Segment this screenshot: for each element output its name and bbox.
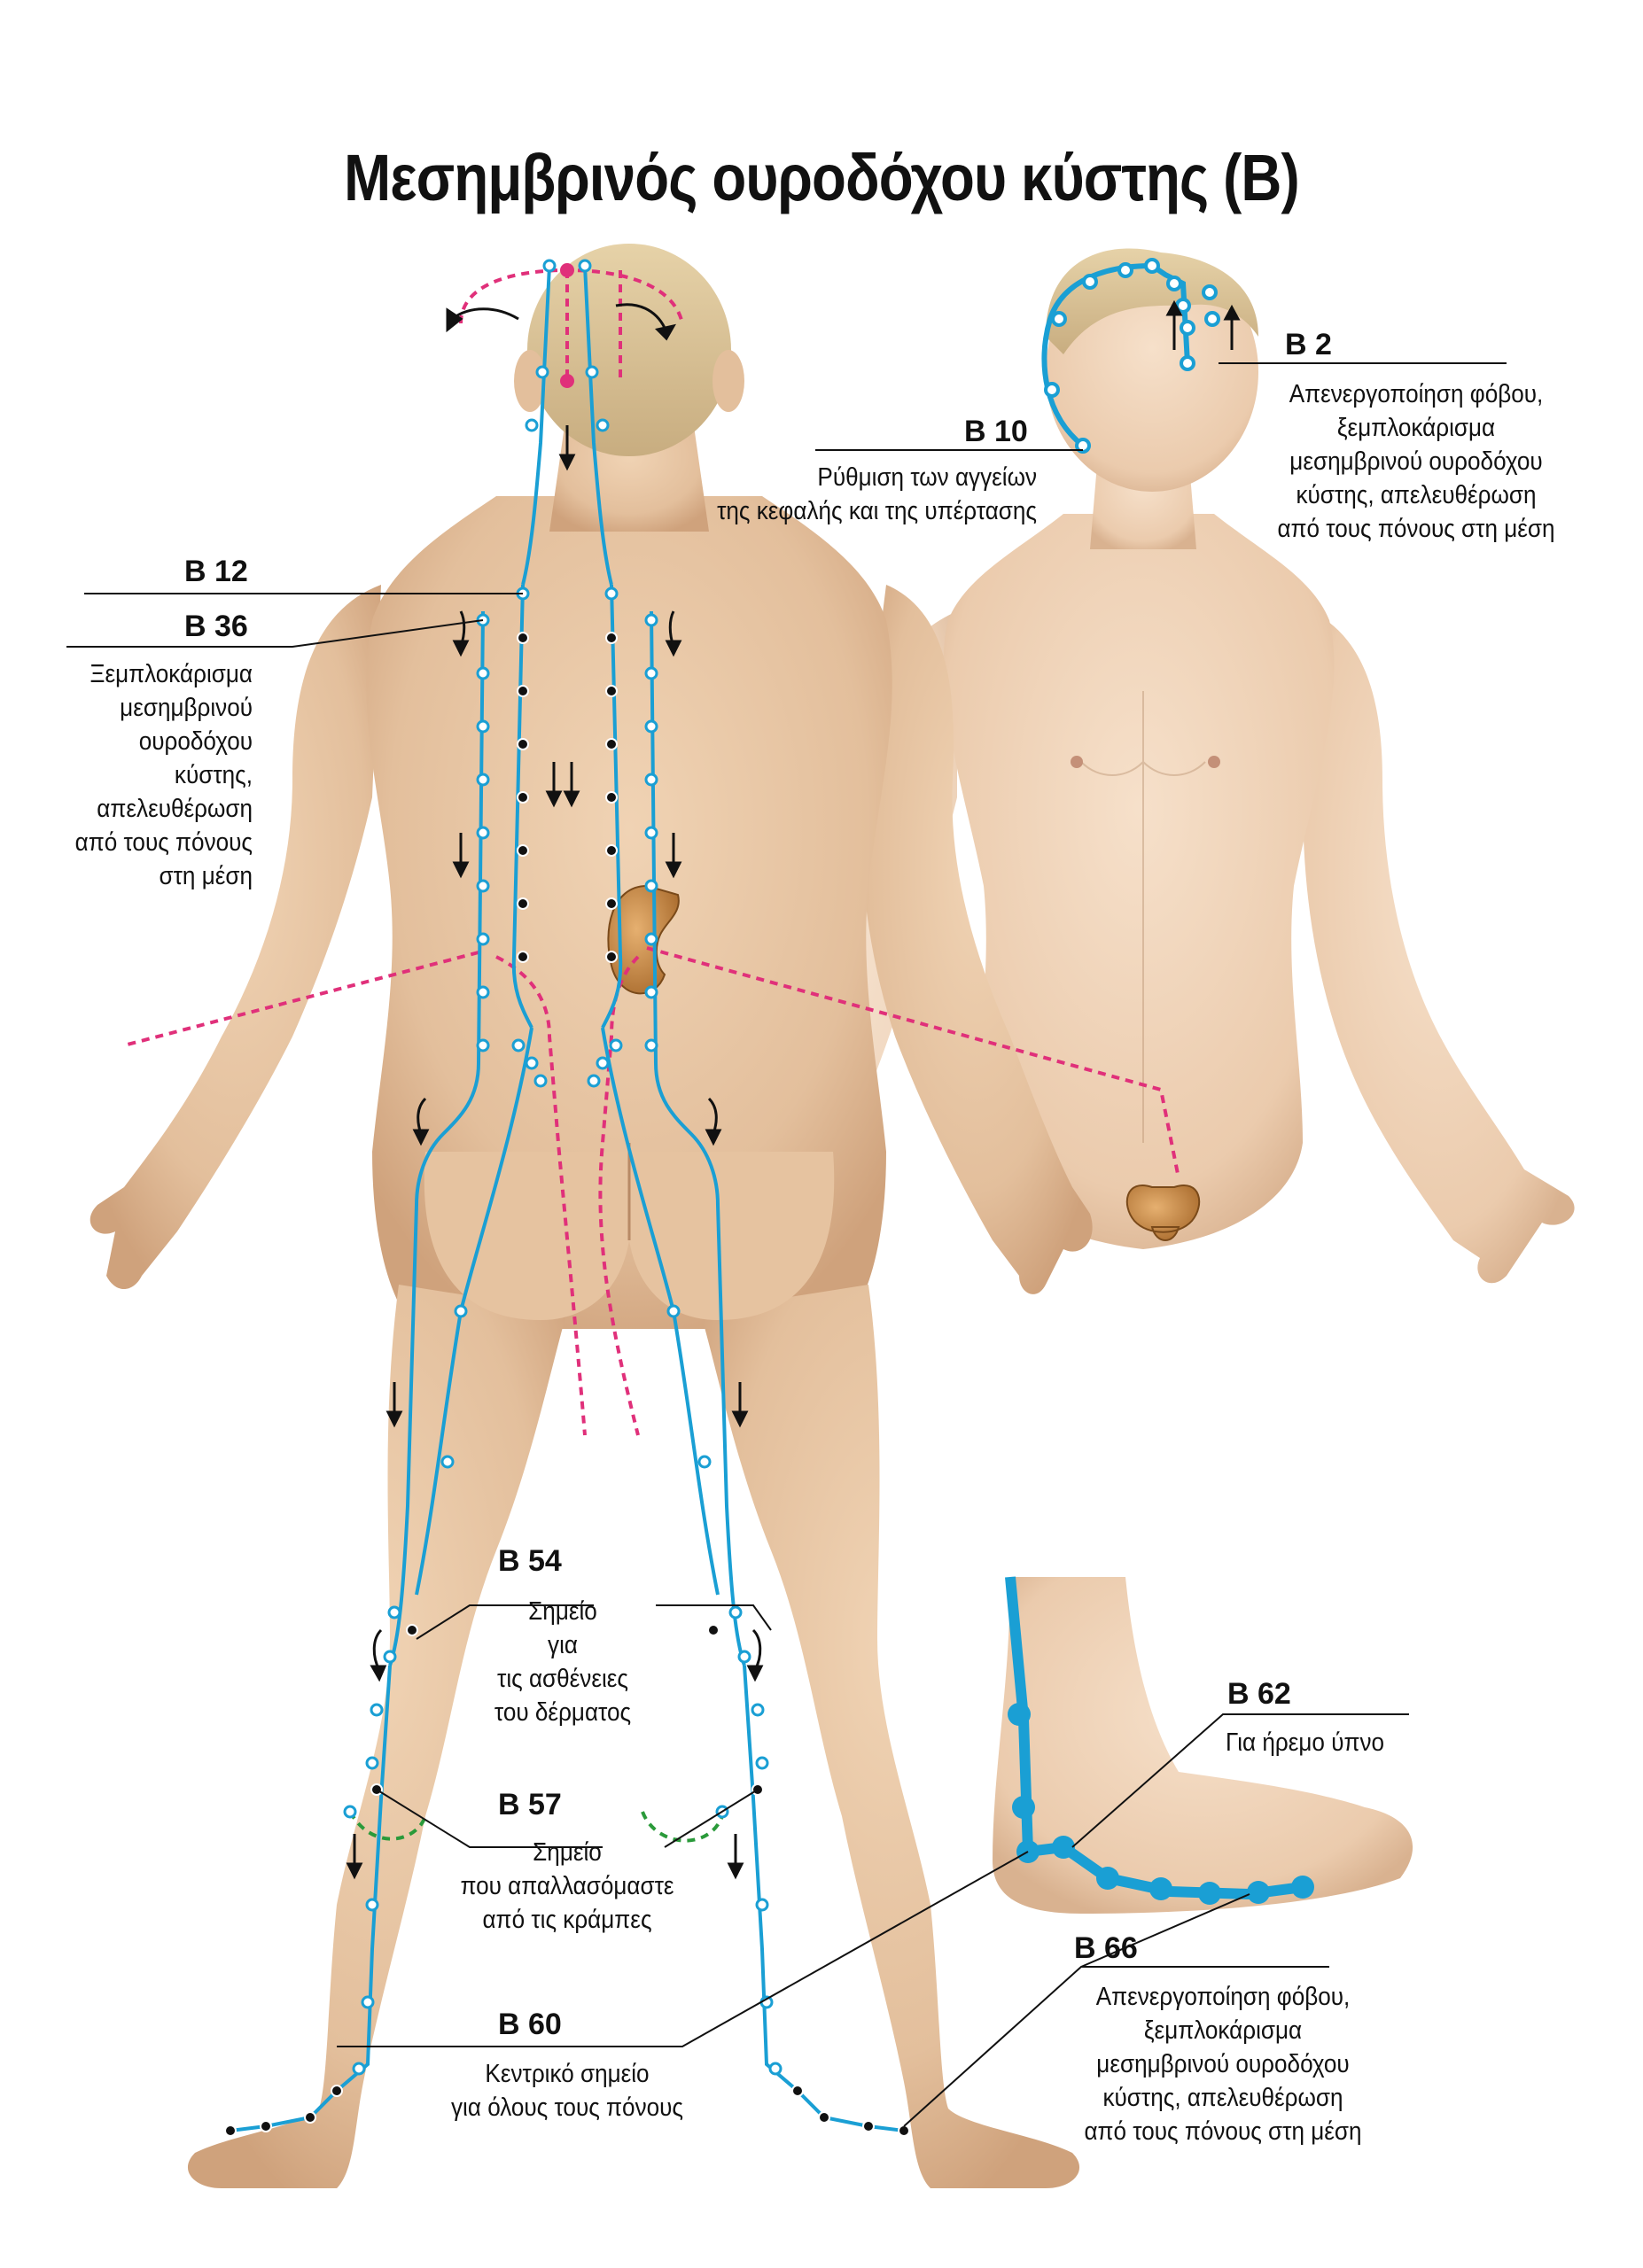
front-right-arm	[1303, 611, 1575, 1284]
leader-lines	[66, 362, 1507, 2127]
foot-illustration	[993, 1577, 1413, 1914]
b54-line-1: Σημείο	[528, 1597, 597, 1626]
b36-line-7: στη μέση	[159, 862, 253, 890]
b12-label: B 12	[184, 555, 248, 588]
b66-line-5: από τους πόνους στη μέση	[1084, 2117, 1362, 2146]
b36-line-4: κύστης,	[174, 761, 253, 789]
kidney-organ-icon	[607, 884, 680, 995]
back-right-leg	[700, 1285, 1080, 2188]
b10-description: Ρύθμιση των αγγείων της κεφαλής και της …	[654, 461, 1037, 528]
back-acupoints-blue	[343, 259, 783, 2076]
back-ear-right	[712, 350, 744, 412]
front-nipple-right	[1208, 756, 1220, 768]
b2-line-2: ξεμπλοκάρισμα	[1336, 414, 1496, 442]
b36-line-3: ουροδόχου	[138, 727, 253, 756]
back-acupoints-black	[224, 632, 910, 2137]
back-right-arm	[860, 585, 1093, 1294]
b2-line-5: από τους πόνους στη μέση	[1277, 515, 1555, 543]
foot-inset	[993, 1576, 1413, 1914]
b62-line-1: Για ήρεμο ύπνο	[1226, 1728, 1385, 1757]
b36-description: Ξεμπλοκάρισμα μεσημβρινού ουροδόχου κύστ…	[26, 657, 253, 893]
b54-line-3: τις ασθένειες	[497, 1665, 628, 1693]
b54-description: Σημείο για τις ασθένειες του δέρματος	[459, 1595, 666, 1729]
foot-meridian-line	[1005, 1576, 1304, 1900]
b36-line-5: απελευθέρωση	[97, 795, 253, 823]
b66-line-4: κύστης, απελευθέρωση	[1102, 2084, 1343, 2112]
b10-line-1: Ρύθμιση των αγγείων	[817, 463, 1037, 492]
head-crown-point	[560, 263, 574, 277]
b36-line-6: από τους πόνους	[74, 828, 253, 857]
b10-label: B 10	[964, 415, 1028, 448]
b66-line-2: ξεμπλοκάρισμα	[1143, 2016, 1303, 2045]
back-flow-arrows	[346, 303, 764, 1880]
b57-calf-indicator	[348, 1811, 427, 1841]
b57-description: Σημείο που απαλλασόμαστε από τις κράμπες	[440, 1836, 695, 1937]
b36-line-2: μεσημβρινού	[120, 694, 253, 722]
internal-pathway	[123, 268, 1180, 1436]
b57-label: B 57	[498, 1788, 562, 1821]
b57-calf-indicator-right	[641, 1811, 724, 1843]
b60-description: Κεντρικό σημείο για όλους τους πόνους	[420, 2057, 715, 2124]
bladder-organ-icon	[1125, 1184, 1201, 1241]
back-head	[527, 244, 731, 456]
b2-description: Απενεργοποίηση φόβου, ξεμπλοκάρισμα μεση…	[1273, 377, 1560, 546]
b36-line-1: Ξεμπλοκάρισμα	[90, 660, 253, 688]
b2-label: B 2	[1285, 328, 1332, 361]
back-figure	[90, 244, 1180, 2188]
b10-line-2: της κεφαλής και της υπέρτασης	[717, 497, 1037, 525]
b62-description: Για ήρεμο ύπνο	[1226, 1726, 1465, 1759]
back-ear-left	[514, 350, 546, 412]
b54-label: B 54	[498, 1544, 562, 1578]
b57-line-2: που απαλλασόμαστε	[460, 1872, 674, 1900]
front-nipple-left	[1071, 756, 1083, 768]
b60-label: B 60	[498, 2008, 562, 2041]
b57-line-3: από τις κράμπες	[482, 1906, 652, 1934]
b66-line-1: Απενεργοποίηση φόβου,	[1095, 1983, 1351, 2011]
b66-line-3: μεσημβρινού ουροδόχου	[1096, 2050, 1350, 2078]
b62-label: B 62	[1227, 1677, 1291, 1711]
front-torso	[943, 514, 1335, 1249]
foot-acupoints	[1008, 1703, 1314, 1905]
b54-line-2: για	[548, 1631, 578, 1659]
b54-line-4: του δέρματος	[494, 1698, 632, 1727]
b60-line-2: για όλους τους πόνους	[451, 2093, 683, 2122]
b57-line-1: Σημείο	[533, 1838, 602, 1867]
front-acupoints	[1044, 258, 1220, 454]
front-chest-detail	[1080, 691, 1206, 1143]
front-flow-arrows	[1165, 299, 1241, 350]
b36-label: B 36	[184, 610, 248, 643]
back-left-leg	[187, 1285, 567, 2188]
b66-label: B 66	[1074, 1931, 1138, 1965]
b2-line-1: Απενεργοποίηση φόβου,	[1289, 380, 1544, 408]
back-left-arm	[90, 585, 381, 1289]
b60-line-1: Κεντρικό σημείο	[485, 2060, 650, 2088]
b2-line-3: μεσημβρινού ουροδόχου	[1289, 447, 1543, 476]
page-title: Μεσημβρινός ουροδόχου κύστης (B)	[344, 141, 1300, 214]
b2-line-4: κύστης, απελευθέρωση	[1296, 481, 1537, 509]
b66-description: Απενεργοποίηση φόβου, ξεμπλοκάρισμα μεση…	[1076, 1980, 1371, 2148]
head-neck-point	[560, 374, 574, 388]
back-meridian-lines	[230, 265, 905, 2132]
